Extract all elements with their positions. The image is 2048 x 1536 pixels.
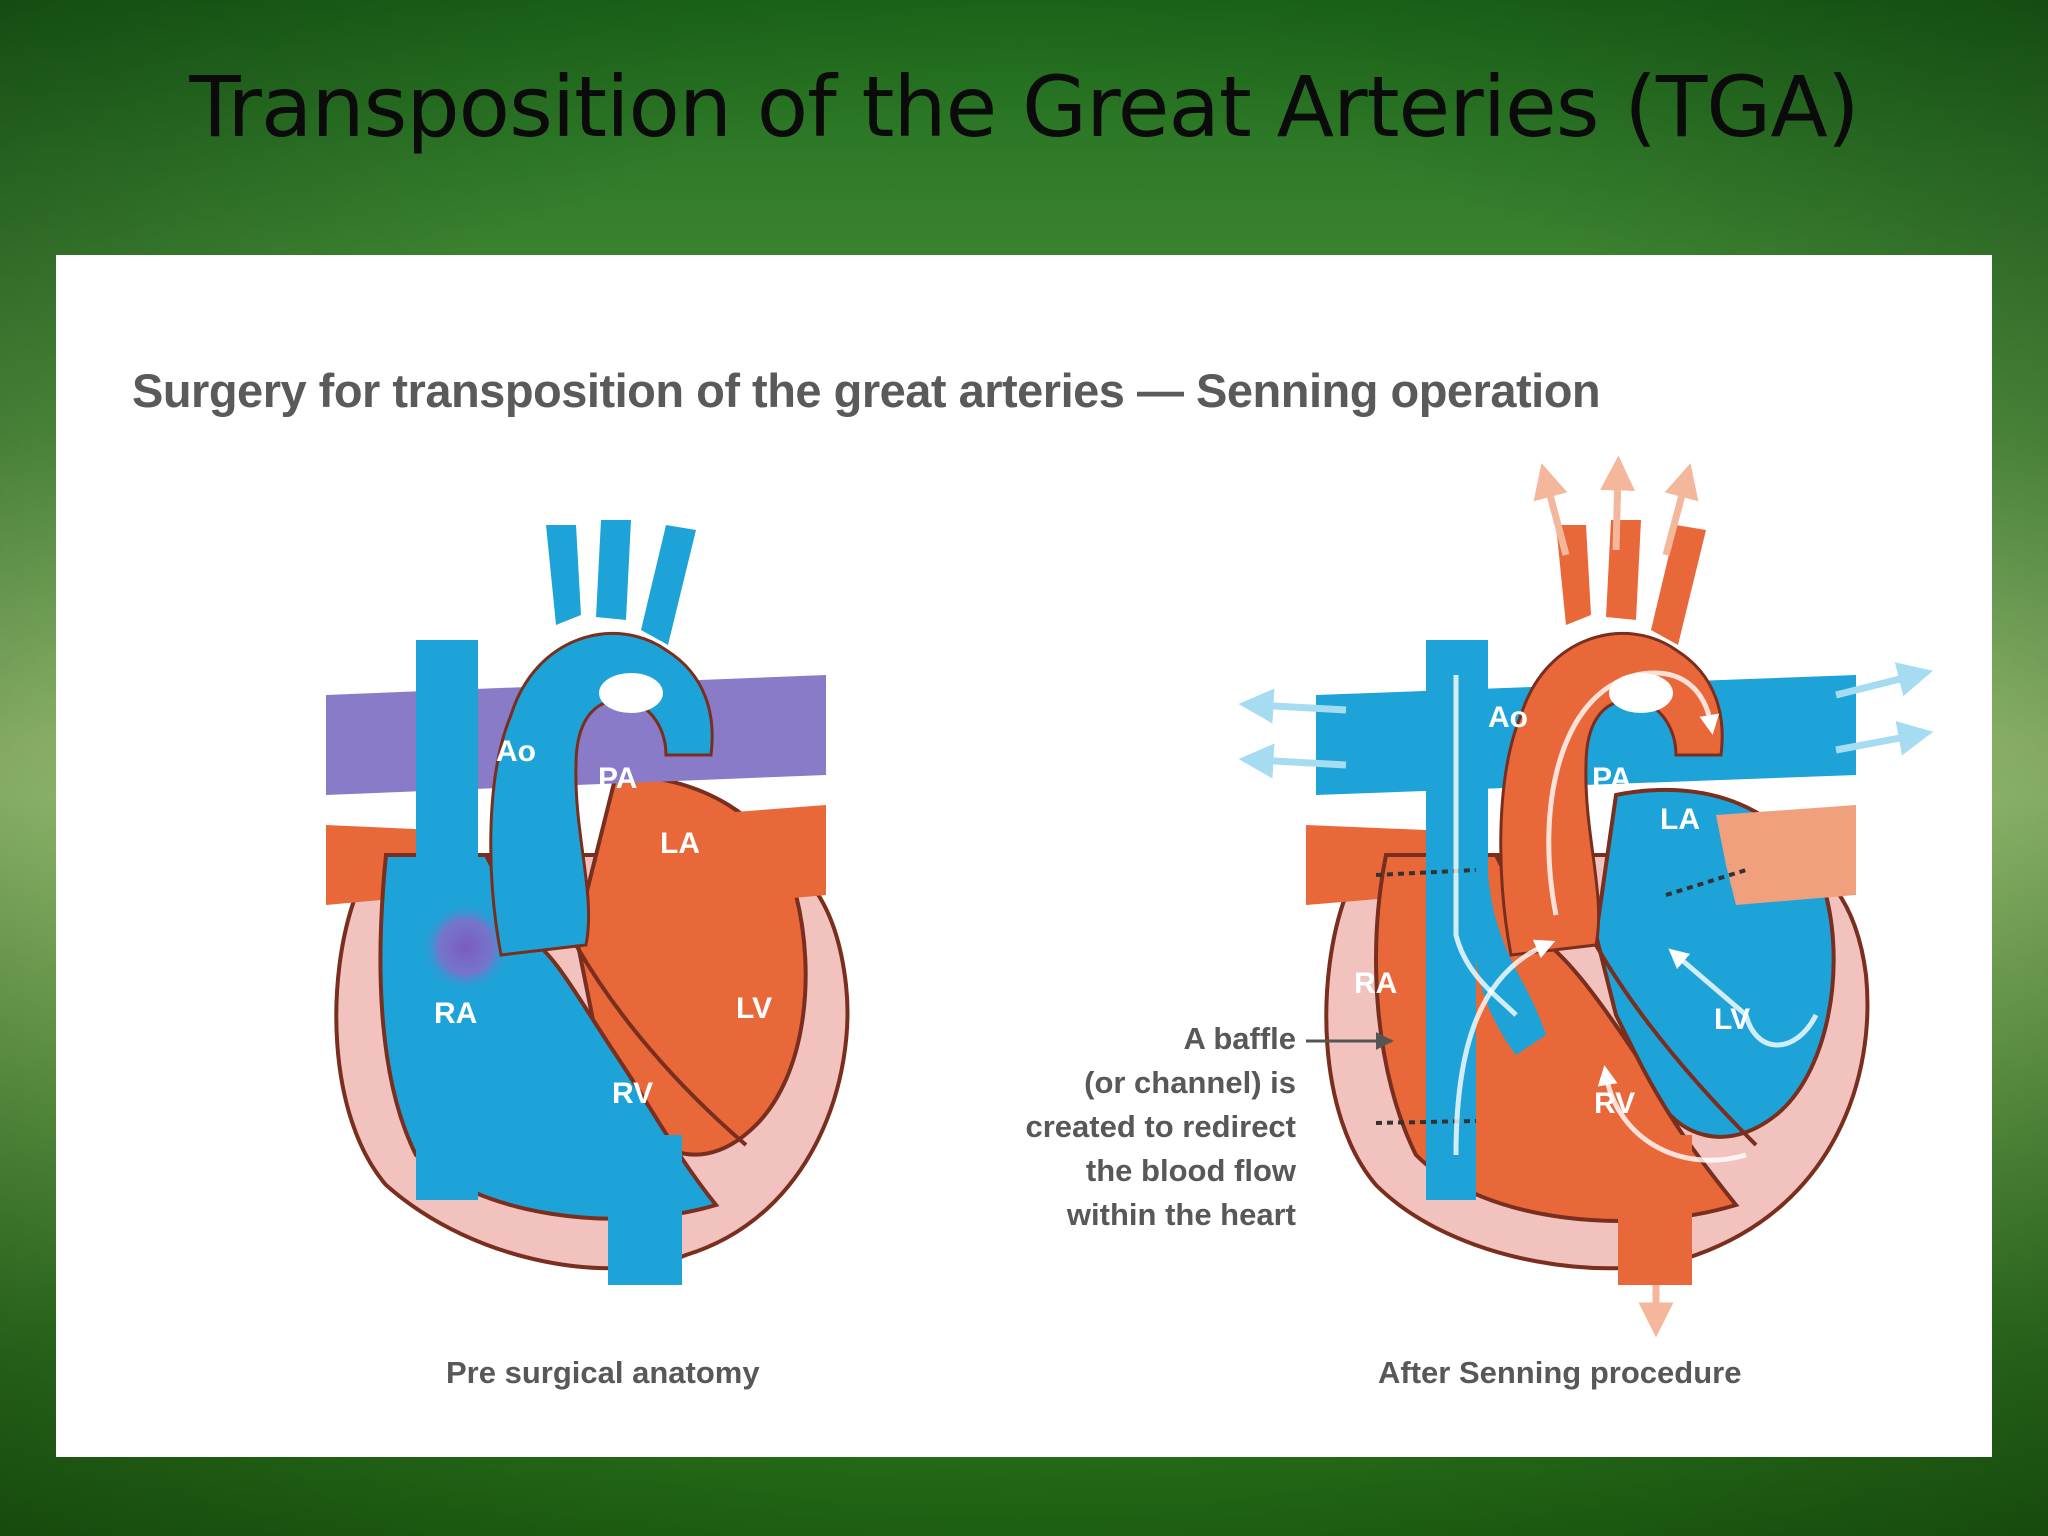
- post-pa-arrow-left-1: [1238, 688, 1347, 724]
- pre-caption: Pre surgical anatomy: [446, 1355, 760, 1390]
- pre-aorta: [489, 631, 714, 957]
- post-aortic-branches: [1556, 520, 1706, 645]
- post-flow-arrow-rv: [1597, 1065, 1747, 1163]
- post-aorta: [1499, 631, 1724, 957]
- pre-aortic-branches: [546, 520, 696, 645]
- pre-pulmonary-veins-right: [696, 805, 826, 905]
- post-label-pa: PA: [1592, 762, 1632, 795]
- post-pa-arrow-right-2: [1835, 721, 1934, 756]
- post-suture-upper: [1375, 868, 1477, 877]
- pre-label-la: LA: [660, 827, 700, 860]
- post-inferior-outflow: [1618, 1135, 1692, 1285]
- figure-panel: Surgery for transposition of the great a…: [56, 255, 1992, 1457]
- post-outflow-arrow-1: [1533, 463, 1570, 556]
- post-label-ra: RA: [1354, 967, 1398, 1000]
- post-outflow-arrow-3: [1662, 463, 1699, 556]
- post-pa-arrow-left-2: [1238, 743, 1347, 779]
- post-arch-opening: [1609, 673, 1673, 713]
- post-flow-arrow-aorta: [1546, 670, 1720, 916]
- baffle-note-line-3: created to redirect: [1025, 1109, 1297, 1144]
- post-flow-arrow-baffle: [1453, 939, 1556, 1156]
- pre-label-lv: LV: [736, 992, 773, 1025]
- pre-vena-cava-inferior: [608, 1135, 682, 1285]
- post-label-lv: LV: [1714, 1003, 1751, 1036]
- pre-label-ao: Ao: [496, 735, 536, 768]
- heart-diagrams: [326, 455, 1934, 1338]
- pre-label-rv: RV: [612, 1077, 654, 1110]
- post-suture-left-atrium: [1665, 868, 1747, 897]
- baffle-note-line-1: A baffle: [1183, 1021, 1296, 1056]
- pre-septal-defect: [421, 902, 511, 992]
- post-label-rv: RV: [1594, 1087, 1636, 1120]
- post-label-la: LA: [1660, 803, 1700, 836]
- baffle-note-line-2: (or channel) is: [1084, 1065, 1296, 1100]
- post-pa-arrow-right-1: [1835, 662, 1933, 699]
- pre-septum: [574, 944, 748, 1147]
- pre-label-ra: RA: [434, 997, 478, 1030]
- post-outflow-arrow-2: [1600, 455, 1636, 551]
- post-label-ao: Ao: [1488, 701, 1528, 734]
- baffle-note-line-5: within the heart: [1066, 1197, 1296, 1232]
- slide-title: Transposition of the Great Arteries (TGA…: [189, 58, 1859, 156]
- post-flow-arrow-channel: [1453, 675, 1518, 1017]
- pre-arch-opening: [599, 673, 663, 713]
- post-senning-heart: [1238, 455, 1934, 1338]
- baffle-note: A baffle (or channel) is created to redi…: [936, 1017, 1297, 1237]
- figure-title: Surgery for transposition of the great a…: [132, 364, 1601, 417]
- post-caption: After Senning procedure: [1378, 1355, 1742, 1390]
- post-suture-lower: [1375, 1119, 1477, 1125]
- baffle-note-line-4: the blood flow: [1085, 1153, 1296, 1188]
- post-septum: [1594, 944, 1758, 1147]
- pre-label-pa: PA: [598, 762, 638, 795]
- post-pulmonary-veins-right: [1716, 805, 1856, 905]
- pre-surgical-heart: [326, 520, 850, 1285]
- post-flow-arrow-lv: [1668, 948, 1819, 1048]
